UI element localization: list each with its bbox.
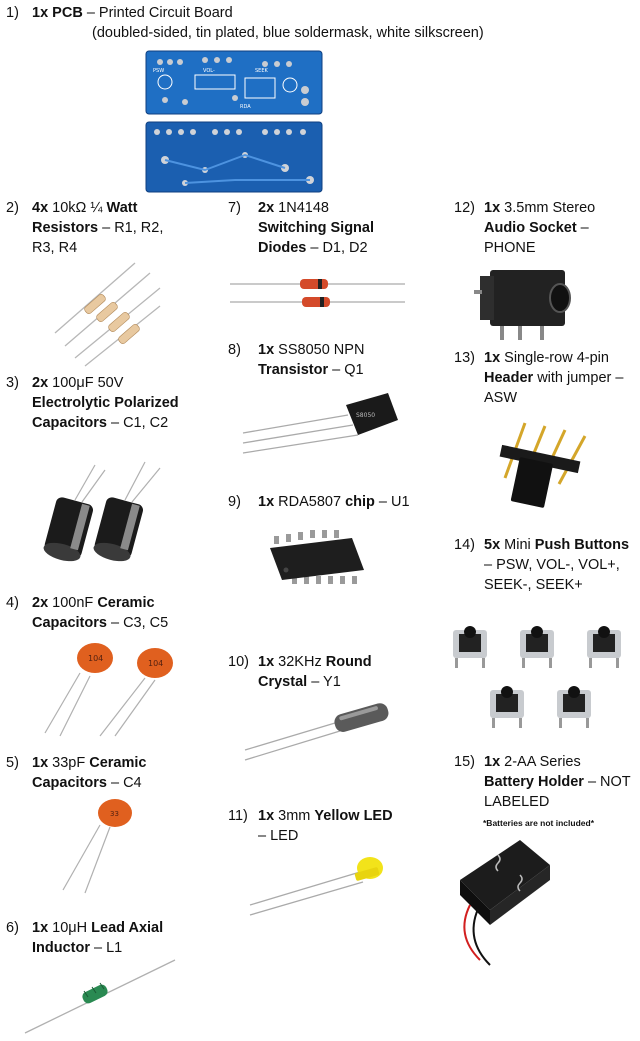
item-number: 4) (6, 595, 19, 611)
item-subtext: (doubled-sided, tin plated, blue solderm… (92, 25, 484, 41)
crystal-image (244, 703, 389, 761)
svg-text:33: 33 (110, 810, 119, 818)
item-desc: – PHONE (484, 220, 589, 256)
item-number: 6) (6, 920, 19, 936)
item-desc: – L1 (90, 940, 123, 956)
item-number: 3) (6, 375, 19, 391)
item-qty: 4x (32, 200, 49, 216)
item-name: Battery Holder (484, 774, 584, 790)
item-desc: – C1, C2 (106, 415, 169, 431)
battery-holder-image (460, 840, 550, 966)
item-desc: – PSW, VOL-, VOL+, SEEK-, SEEK+ (484, 557, 620, 593)
item-name: chip (345, 494, 375, 510)
item-number: 9) (228, 494, 241, 510)
item-qty: 1x (32, 755, 49, 771)
item-name: Ceramic Capacitors (32, 755, 147, 791)
item-name: Header (484, 370, 534, 386)
item-pre: 10μH (48, 920, 92, 936)
item-pre: 32KHz (274, 654, 326, 670)
item-pre: 1N4148 (274, 200, 329, 216)
item-pre: Mini (500, 537, 535, 553)
item-pre: 3mm (274, 808, 315, 824)
item-number: 13) (454, 350, 475, 366)
battery-note: *Batteries are not included* (483, 818, 595, 828)
svg-text:S8050: S8050 (356, 412, 375, 419)
item-number: 14) (454, 537, 475, 553)
item-name: Ceramic Capacitors (32, 595, 155, 631)
ceramic-capacitors-image: 104 104 (44, 643, 173, 737)
item-qty: 1x (258, 808, 275, 824)
item-pre: 33pF (48, 755, 90, 771)
item-qty: 2x (32, 375, 49, 391)
item-number: 8) (228, 342, 241, 358)
item-name: Lead Axial Inductor (32, 920, 164, 956)
item-pre: 100nF (48, 595, 98, 611)
item-number: 5) (6, 755, 19, 771)
inductor-image (24, 959, 176, 1034)
item-desc: – Q1 (328, 362, 364, 378)
item-name: Electrolytic Polarized Capacitors (32, 395, 179, 431)
item-number: 2) (6, 200, 19, 216)
svg-text:104: 104 (148, 659, 163, 668)
item-pre: 100μF 50V (48, 375, 124, 391)
item-name: Watt Resistors (32, 200, 138, 236)
item-qty: 2x (258, 200, 275, 216)
electrolytic-capacitors-image (43, 461, 161, 562)
svg-text:104: 104 (88, 654, 103, 663)
pcb-image: PSW VOL- SEEK RDA (145, 50, 323, 193)
svg-text:VOL-: VOL- (203, 68, 215, 74)
item-qty: 1x (258, 654, 275, 670)
diodes-image (230, 279, 405, 307)
item-desc: – Y1 (307, 674, 341, 690)
item-pre: SS8050 NPN (274, 342, 365, 358)
item-qty: 2x (32, 595, 49, 611)
item-name: Audio Socket (484, 220, 577, 236)
item-name: Push Buttons (534, 537, 630, 553)
item-qty: 1x (32, 920, 49, 936)
item-desc: with jumper – ASW (484, 370, 624, 406)
item-desc: – D1, D2 (306, 240, 368, 256)
item-pre: RDA5807 (274, 494, 346, 510)
audio-socket-image (474, 270, 571, 340)
item-name: Round Crystal (258, 654, 372, 690)
item-name: Yellow LED (314, 808, 393, 824)
chip-image (270, 530, 364, 584)
item-desc: – NOT LABELED (484, 774, 631, 810)
item-number: 15) (454, 754, 475, 770)
item-qty: 1x (484, 200, 501, 216)
ceramic-capacitor-33pf-image: 33 (62, 799, 132, 894)
item-desc: – C3, C5 (106, 615, 169, 631)
item-pre: Single-row 4-pin (500, 350, 609, 366)
item-qty: 5x (484, 537, 501, 553)
led-image (249, 857, 383, 916)
item-desc: – U1 (374, 494, 410, 510)
item-qty: 1x (32, 5, 49, 21)
item-qty: 1x (484, 754, 501, 770)
item-desc: – R1, R2, R3, R4 (32, 220, 164, 256)
item-name: PCB (52, 5, 83, 21)
item-desc: – Printed Circuit Board (82, 5, 233, 21)
transistor-image: S8050 (242, 393, 398, 454)
item-pre: 10kΩ ¼ (48, 200, 107, 216)
push-buttons-image (453, 626, 621, 728)
item-qty: 1x (258, 342, 275, 358)
item-desc: – LED (258, 828, 299, 844)
svg-text:SEEK: SEEK (255, 68, 268, 74)
svg-text:RDA: RDA (240, 104, 251, 110)
item-number: 10) (228, 654, 249, 670)
item-qty: 1x (258, 494, 275, 510)
item-pre: 2-AA Series (500, 754, 581, 770)
item-desc: – C4 (106, 775, 142, 791)
svg-text:PSW: PSW (153, 68, 164, 74)
resistors-image (54, 262, 161, 367)
item-name: Switching Signal Diodes (258, 220, 375, 256)
header-image (499, 422, 587, 508)
item-number: 12) (454, 200, 475, 216)
item-pre: 3.5mm Stereo (500, 200, 596, 216)
item-number: 1) (6, 5, 19, 21)
item-number: 11) (228, 808, 248, 824)
item-name: Transistor (258, 362, 329, 378)
item-number: 7) (228, 200, 241, 216)
item-qty: 1x (484, 350, 501, 366)
